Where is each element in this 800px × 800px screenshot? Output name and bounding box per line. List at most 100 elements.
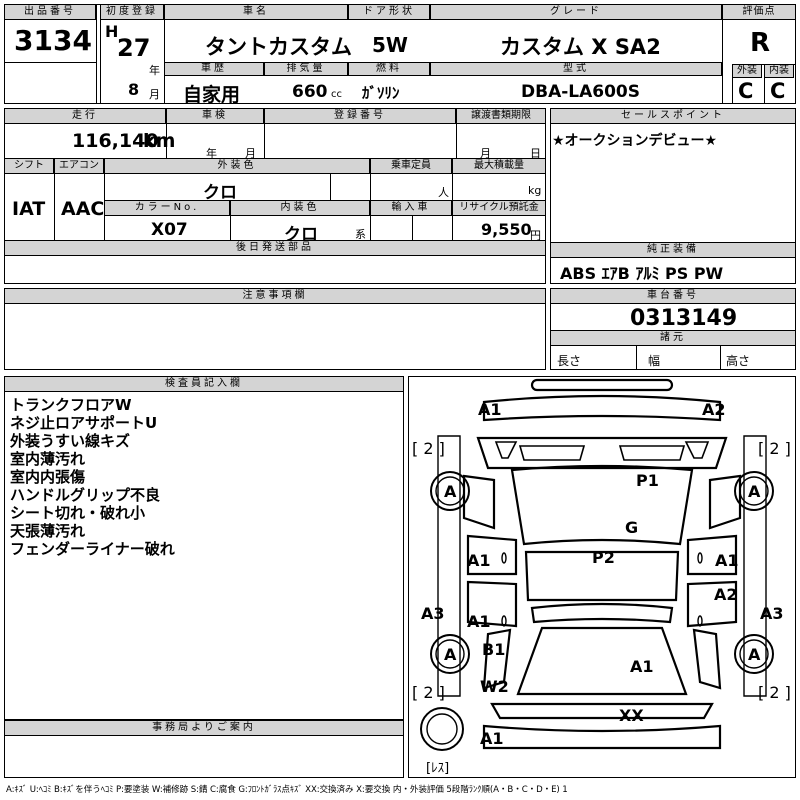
legend: A:ｷｽﾞ U:ﾍｺﾐ B:ｷｽﾞを伴うﾍｺﾐ P:要塗装 W:補修跡 S:錆 …: [6, 785, 568, 795]
interior-label: 内装: [764, 64, 794, 78]
condition-diagram-frame: [408, 376, 796, 778]
mark-wheel-rear-left: A: [444, 645, 457, 664]
reg-month-unit: 月: [149, 88, 160, 101]
width-label: 幅: [648, 354, 661, 368]
mark-g: G: [625, 518, 638, 537]
mileage-label: 走行: [4, 108, 166, 124]
fuel-label: 燃料: [348, 62, 430, 76]
mark-tire-rear-right: [ 2 ]: [758, 683, 791, 702]
score: R: [750, 28, 771, 58]
mileage-unit: km: [143, 130, 176, 152]
history-label: 車歴: [164, 62, 264, 76]
mark-wheel-front-left: A: [444, 482, 457, 501]
mileage: 116,140: [72, 130, 159, 152]
car-name: タントカスタム: [205, 35, 352, 59]
shift: IAT: [12, 198, 46, 220]
registration-label: 登録番号: [264, 108, 456, 124]
height-label: 高さ: [726, 354, 751, 368]
equipment-label: 純正装備: [550, 242, 796, 258]
reg-year: 27: [117, 34, 151, 62]
load-label: 最大積載量: [452, 158, 546, 174]
sales-point-label: セールスポイント: [550, 108, 796, 124]
mark-a3-right: A3: [760, 604, 784, 623]
lot-number: 3134: [14, 24, 92, 57]
shift-label: シフト: [4, 158, 54, 174]
displacement: 660: [292, 82, 328, 102]
mark-b1: B1: [482, 640, 505, 659]
mark-a1-bottom: A1: [480, 729, 504, 748]
inspection-month-unit: 月: [245, 147, 256, 160]
mark-a1-top-left: A1: [478, 400, 502, 419]
inspector-remark: 室内内張傷: [10, 468, 86, 486]
air-conditioner: AAC: [61, 198, 105, 220]
car-name-label: 車名: [164, 4, 348, 20]
mark-tire-rear-left: [ 2 ]: [412, 683, 445, 702]
mark-a1-right-2: A1: [630, 657, 654, 676]
header-frame: [4, 4, 796, 104]
equipment: ABS ｴｱB ｱﾙﾐ PS PW: [560, 264, 724, 283]
displacement-unit: cc: [331, 89, 342, 100]
exterior-label: 外装: [732, 64, 762, 78]
inspector-remark: フェンダーライナー破れ: [10, 540, 175, 558]
notes-label: 注意事項欄: [4, 288, 546, 304]
model-label: 型式: [430, 62, 722, 76]
chassis-label: 車台番号: [550, 288, 796, 304]
interior-score: C: [770, 79, 786, 103]
lot-label: 出品番号: [4, 4, 96, 20]
inspector-remark: トランクフロアW: [10, 396, 132, 414]
office-label: 事務局よりご案内: [4, 720, 404, 736]
interior-color-label: 内装色: [230, 200, 370, 216]
import-label: 輸入車: [370, 200, 452, 216]
body-color: クロ: [203, 183, 237, 203]
recycle-unit: 円: [530, 229, 541, 242]
transfer-day-unit: 日: [530, 147, 541, 160]
inspection-year-unit: 年: [206, 147, 217, 160]
reg-year-unit: 年: [149, 64, 160, 77]
first-reg-label: 初度登録: [100, 4, 164, 20]
score-label: 評価点: [722, 4, 796, 20]
mark-tire-front-right: [ 2 ]: [758, 439, 791, 458]
mark-p2: P2: [592, 548, 615, 567]
mark-a2-right: A2: [714, 585, 738, 604]
mark-a3-left: A3: [421, 604, 445, 623]
inspection-label: 車検: [166, 108, 264, 124]
inspector-frame: [4, 376, 404, 720]
interior-color-unit: 系: [355, 228, 366, 241]
mark-a2-top-right: A2: [702, 400, 726, 419]
inspector-remark: 天張薄汚れ: [10, 522, 86, 540]
mark-spare-tire: [ﾚｽ]: [426, 761, 449, 776]
car-body-diagram: A1 A2 [ 2 ] [ 2 ] A A P1 G P2 A1 A1 A2 A…: [412, 378, 791, 776]
grade: カスタム X SA2: [500, 35, 661, 59]
inspector-remark: ネジ止ロアサポートU: [10, 414, 158, 432]
chassis-number: 0313149: [630, 306, 738, 331]
door-label: ドア形状: [348, 4, 430, 20]
mark-tire-front-left: [ 2 ]: [412, 439, 445, 458]
inspector-remark: ハンドルグリップ不良: [10, 486, 161, 504]
displacement-label: 排気量: [264, 62, 348, 76]
color-number: X07: [151, 220, 188, 240]
load-unit: kg: [528, 184, 542, 197]
mark-a1-left-2: A1: [467, 612, 491, 631]
mark-w2: W2: [480, 677, 509, 696]
specs-label: 諸元: [550, 330, 796, 346]
inspector-remark: シート切れ・破れ小: [10, 504, 146, 522]
mark-xx: XX: [619, 706, 644, 725]
later-parts-label: 後日発送部品: [4, 240, 546, 256]
model: DBA-LA600S: [521, 82, 640, 102]
inspector-label: 検査員記入欄: [4, 376, 404, 392]
exterior-score: C: [738, 79, 754, 103]
grade-label: グレード: [430, 4, 722, 20]
door: 5W: [372, 33, 408, 57]
color-number-label: カラーNo.: [104, 200, 230, 216]
recycle-fee: 9,550: [481, 220, 532, 239]
inspector-remark: 室内薄汚れ: [10, 450, 86, 468]
sales-point-text: ★オークションデビュー★: [552, 133, 718, 149]
transfer-label: 譲渡書類期限: [456, 108, 546, 124]
length-label: 長さ: [557, 354, 582, 368]
color-label: 外装色: [104, 158, 370, 174]
mark-wheel-rear-right: A: [748, 645, 761, 664]
mark-wheel-front-right: A: [748, 482, 761, 501]
capacity-label: 乗車定員: [370, 158, 452, 174]
era: H: [105, 22, 119, 41]
inspector-remark: 外装うすい線キズ: [10, 432, 131, 450]
